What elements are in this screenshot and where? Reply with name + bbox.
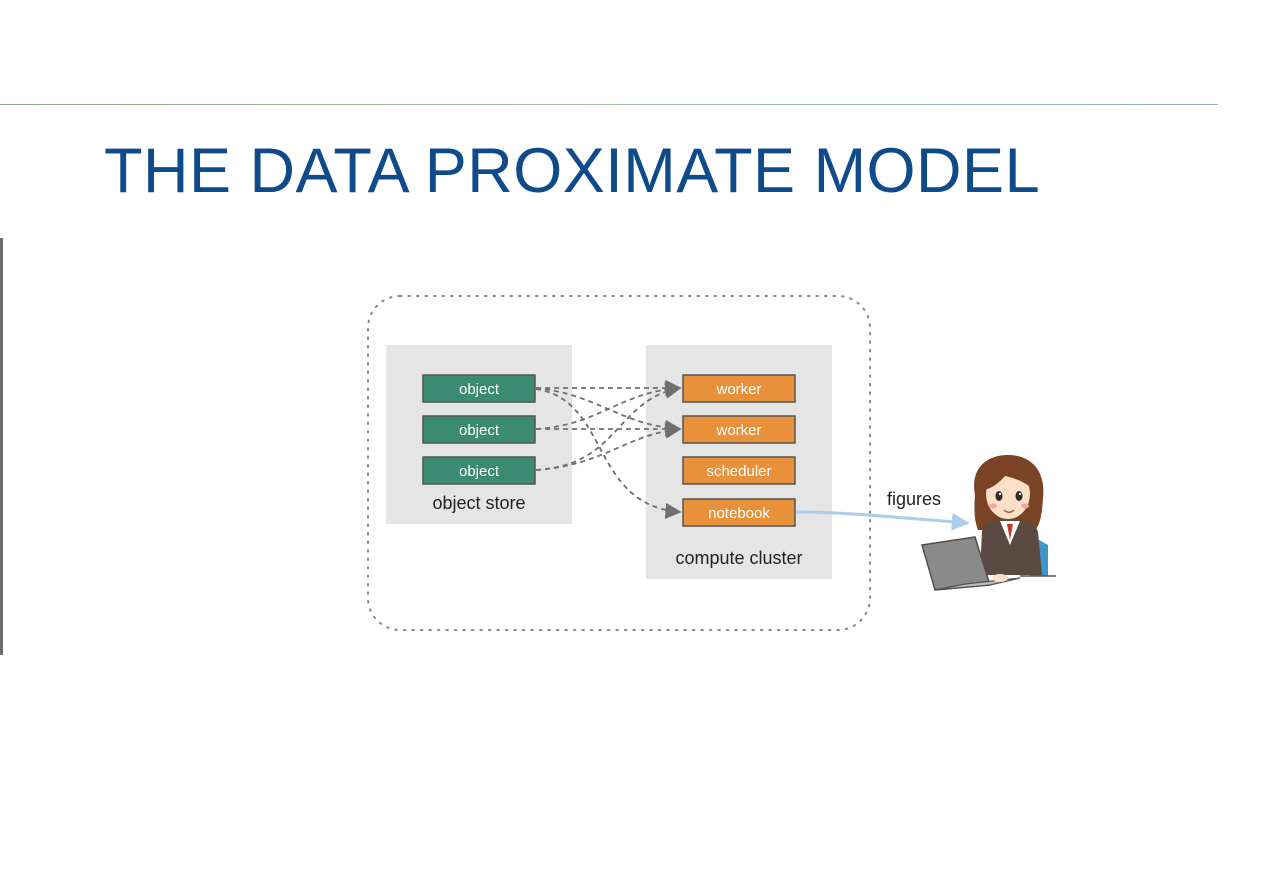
object-label: object	[459, 381, 500, 398]
worker-label: worker	[715, 381, 761, 398]
left-accent-bar	[0, 238, 3, 655]
figures-arrow	[795, 510, 970, 531]
worker-box: worker	[682, 415, 796, 444]
notebook-box: notebook	[682, 498, 796, 527]
object-label: object	[459, 463, 500, 480]
object-label: object	[459, 422, 500, 439]
scheduler-label: scheduler	[706, 463, 771, 480]
worker-label: worker	[715, 422, 761, 439]
header-divider	[0, 104, 1218, 105]
object-box: object	[422, 456, 536, 485]
worker-box: worker	[682, 374, 796, 403]
scheduler-box: scheduler	[682, 456, 796, 485]
flow-arrow	[535, 387, 682, 437]
flow-arrow	[535, 380, 682, 430]
flow-arrow	[535, 422, 682, 471]
object-box: object	[422, 374, 536, 403]
user-with-laptop-illustration	[921, 455, 1056, 591]
object-store-label: object store	[432, 493, 525, 513]
object-box: object	[422, 415, 536, 444]
notebook-label: notebook	[708, 505, 770, 522]
compute-cluster-label: compute cluster	[675, 548, 802, 568]
figures-label: figures	[887, 489, 941, 509]
slide-title: THE DATA PROXIMATE MODEL	[104, 136, 1041, 206]
